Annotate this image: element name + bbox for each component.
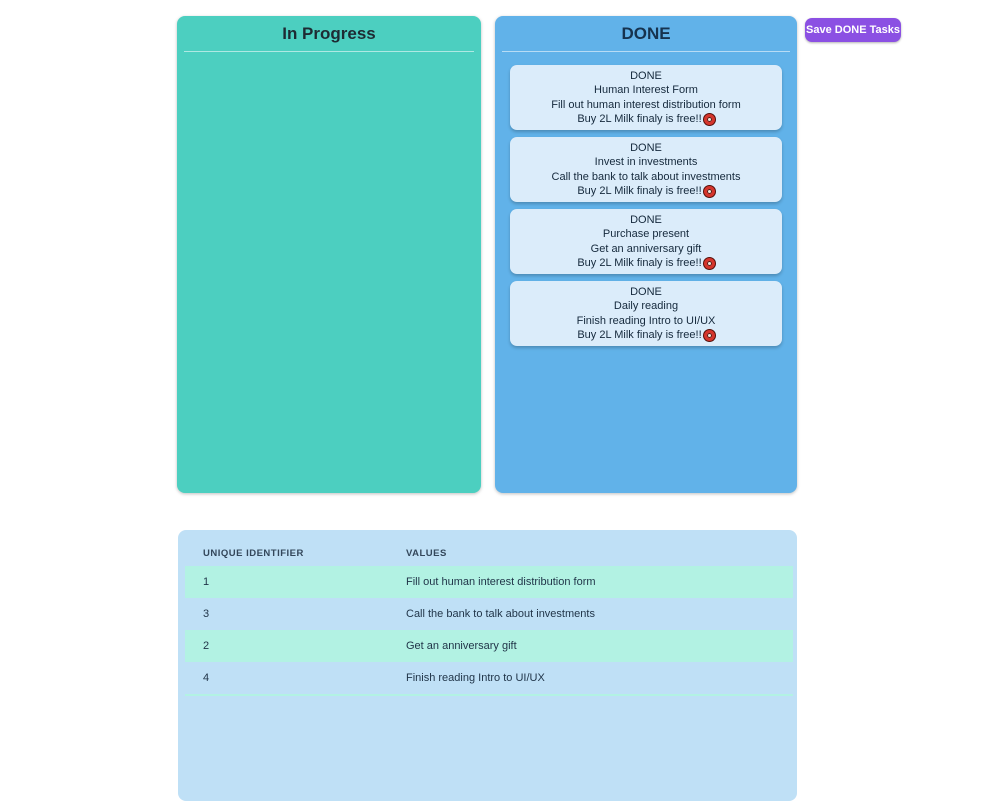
- table-header-row: UNIQUE IDENTIFIER VALUES: [178, 540, 797, 566]
- red-circle-icon: [703, 185, 715, 197]
- table-cell-unique-identifier: 4: [203, 672, 210, 684]
- card-title: Daily reading: [613, 300, 679, 312]
- red-circle-icon: [703, 257, 715, 269]
- card-note: Buy 2L Milk finaly is free!!: [577, 256, 715, 271]
- table-cell-value: Get an anniversary gift: [406, 640, 517, 652]
- card-status: DONE: [630, 141, 662, 154]
- card-description: Call the bank to talk about investments: [551, 170, 741, 183]
- table-cell-unique-identifier: 2: [203, 640, 210, 652]
- table-header-unique-identifier: UNIQUE IDENTIFIER: [203, 547, 304, 559]
- card-description: Get an anniversary gift: [590, 242, 702, 255]
- card-title: Invest in investments: [594, 156, 698, 168]
- column-done-title: DONE: [502, 16, 790, 52]
- card-status: DONE: [630, 285, 662, 298]
- card-note-text: Buy 2L Milk finaly is free!!: [577, 257, 702, 269]
- task-card[interactable]: DONE Purchase present Get an anniversary…: [510, 209, 782, 274]
- column-in-progress-title: In Progress: [184, 16, 474, 52]
- table-bottom-divider: [185, 694, 793, 696]
- table-header-values: VALUES: [406, 547, 447, 559]
- card-status: DONE: [630, 69, 662, 82]
- card-note: Buy 2L Milk finaly is free!!: [577, 112, 715, 127]
- card-description: Fill out human interest distribution for…: [551, 98, 741, 111]
- card-note-text: Buy 2L Milk finaly is free!!: [577, 185, 702, 197]
- table-cell-value: Finish reading Intro to UI/UX: [406, 672, 545, 684]
- table-row: 2 Get an anniversary gift: [185, 630, 793, 662]
- table-row: 1 Fill out human interest distribution f…: [185, 566, 793, 598]
- done-card-list: DONE Human Interest Form Fill out human …: [495, 52, 797, 346]
- card-note: Buy 2L Milk finaly is free!!: [577, 328, 715, 343]
- card-note-text: Buy 2L Milk finaly is free!!: [577, 329, 702, 341]
- red-circle-icon: [703, 329, 715, 341]
- card-title: Purchase present: [602, 228, 690, 240]
- column-done[interactable]: DONE DONE Human Interest Form Fill out h…: [495, 16, 797, 493]
- table-cell-unique-identifier: 1: [203, 576, 210, 588]
- task-card[interactable]: DONE Human Interest Form Fill out human …: [510, 65, 782, 130]
- task-card[interactable]: DONE Invest in investments Call the bank…: [510, 137, 782, 202]
- table-row: 4 Finish reading Intro to UI/UX: [185, 662, 793, 694]
- card-title: Human Interest Form: [594, 84, 698, 96]
- red-circle-icon: [703, 113, 715, 125]
- table-cell-value: Call the bank to talk about investments: [406, 608, 595, 620]
- card-status: DONE: [630, 213, 662, 226]
- card-note: Buy 2L Milk finaly is free!!: [577, 184, 715, 199]
- column-in-progress[interactable]: In Progress: [177, 16, 481, 493]
- table-cell-unique-identifier: 3: [203, 608, 210, 620]
- card-note-text: Buy 2L Milk finaly is free!!: [577, 113, 702, 125]
- save-done-tasks-button[interactable]: Save DONE Tasks: [805, 18, 901, 42]
- saved-tasks-table: UNIQUE IDENTIFIER VALUES 1 Fill out huma…: [178, 530, 797, 801]
- task-card[interactable]: DONE Daily reading Finish reading Intro …: [510, 281, 782, 346]
- card-description: Finish reading Intro to UI/UX: [576, 314, 716, 327]
- table-cell-value: Fill out human interest distribution for…: [406, 576, 596, 588]
- table-row: 3 Call the bank to talk about investment…: [185, 598, 793, 630]
